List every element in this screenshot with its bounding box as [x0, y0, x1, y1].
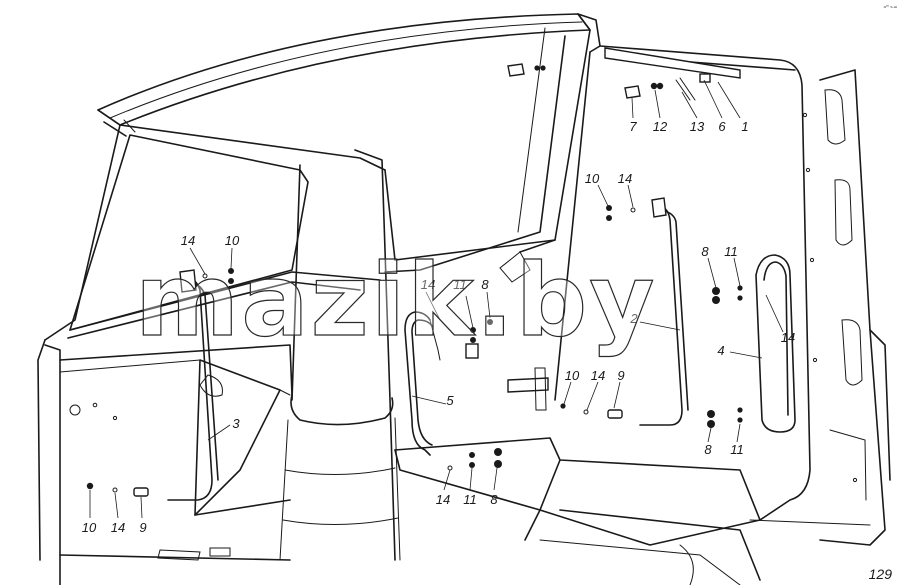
roof-outline	[97, 13, 601, 126]
handrail-cap	[624, 85, 641, 99]
callout-2: 2	[629, 311, 638, 326]
handrail-bracket	[699, 73, 711, 83]
callout-5: 5	[446, 393, 454, 408]
callout-14: 14	[436, 492, 450, 507]
floor-platform	[59, 437, 761, 585]
callout-14: 14	[181, 233, 195, 248]
nut-icon	[650, 82, 658, 90]
left-door-panel	[59, 344, 293, 561]
washer-icon	[656, 82, 664, 90]
callout-10: 10	[565, 368, 580, 383]
windshield-frame	[37, 109, 386, 561]
roof-handrail	[604, 47, 741, 79]
callout-8: 8	[481, 277, 489, 292]
callout-12: 12	[653, 119, 668, 134]
callout-11: 11	[730, 442, 744, 457]
handrail-5	[404, 311, 441, 456]
leader-lines	[89, 79, 784, 519]
callout-8: 8	[701, 244, 709, 259]
callout-9: 9	[617, 368, 624, 383]
callout-14: 14	[111, 520, 125, 535]
callout-14: 14	[421, 277, 435, 292]
callout-11: 11	[724, 244, 738, 259]
handrail-4	[755, 254, 796, 433]
fasteners	[69, 112, 858, 497]
callout-10: 10	[585, 171, 600, 186]
callout-3: 3	[232, 416, 240, 431]
callout-14: 14	[618, 171, 632, 186]
callout-10: 10	[82, 520, 97, 535]
rear-window-frame	[384, 13, 591, 283]
watermark: mazik.by	[135, 242, 656, 359]
callout-14: 14	[781, 330, 795, 345]
callout-8: 8	[704, 442, 712, 457]
corner-note: а⁰⁰ ъ.ш	[884, 4, 897, 9]
callout-11: 11	[463, 492, 477, 507]
b-pillar	[279, 149, 401, 561]
right-side-panel	[819, 69, 891, 546]
callout-8: 8	[490, 492, 498, 507]
callout-1: 1	[741, 119, 748, 134]
page-number: 129	[869, 566, 893, 582]
callout-10: 10	[225, 233, 240, 248]
callout-9: 9	[139, 520, 146, 535]
callout-labels: 16 13 12 7 10 14 8 11 2 4 14 10 14 9 8 11 14 11 8 14 11 8 5 14 1…	[82, 119, 795, 535]
callout-13: 13	[690, 119, 705, 134]
roof-handrail-assembly	[507, 47, 741, 101]
handrail-2	[639, 197, 689, 426]
callout-6: 6	[718, 119, 726, 134]
callout-11: 11	[453, 277, 467, 292]
roof-cap	[507, 63, 525, 77]
callout-4: 4	[717, 343, 724, 358]
handrail-3	[167, 269, 219, 501]
callout-7: 7	[629, 119, 637, 134]
callout-14: 14	[591, 368, 605, 383]
